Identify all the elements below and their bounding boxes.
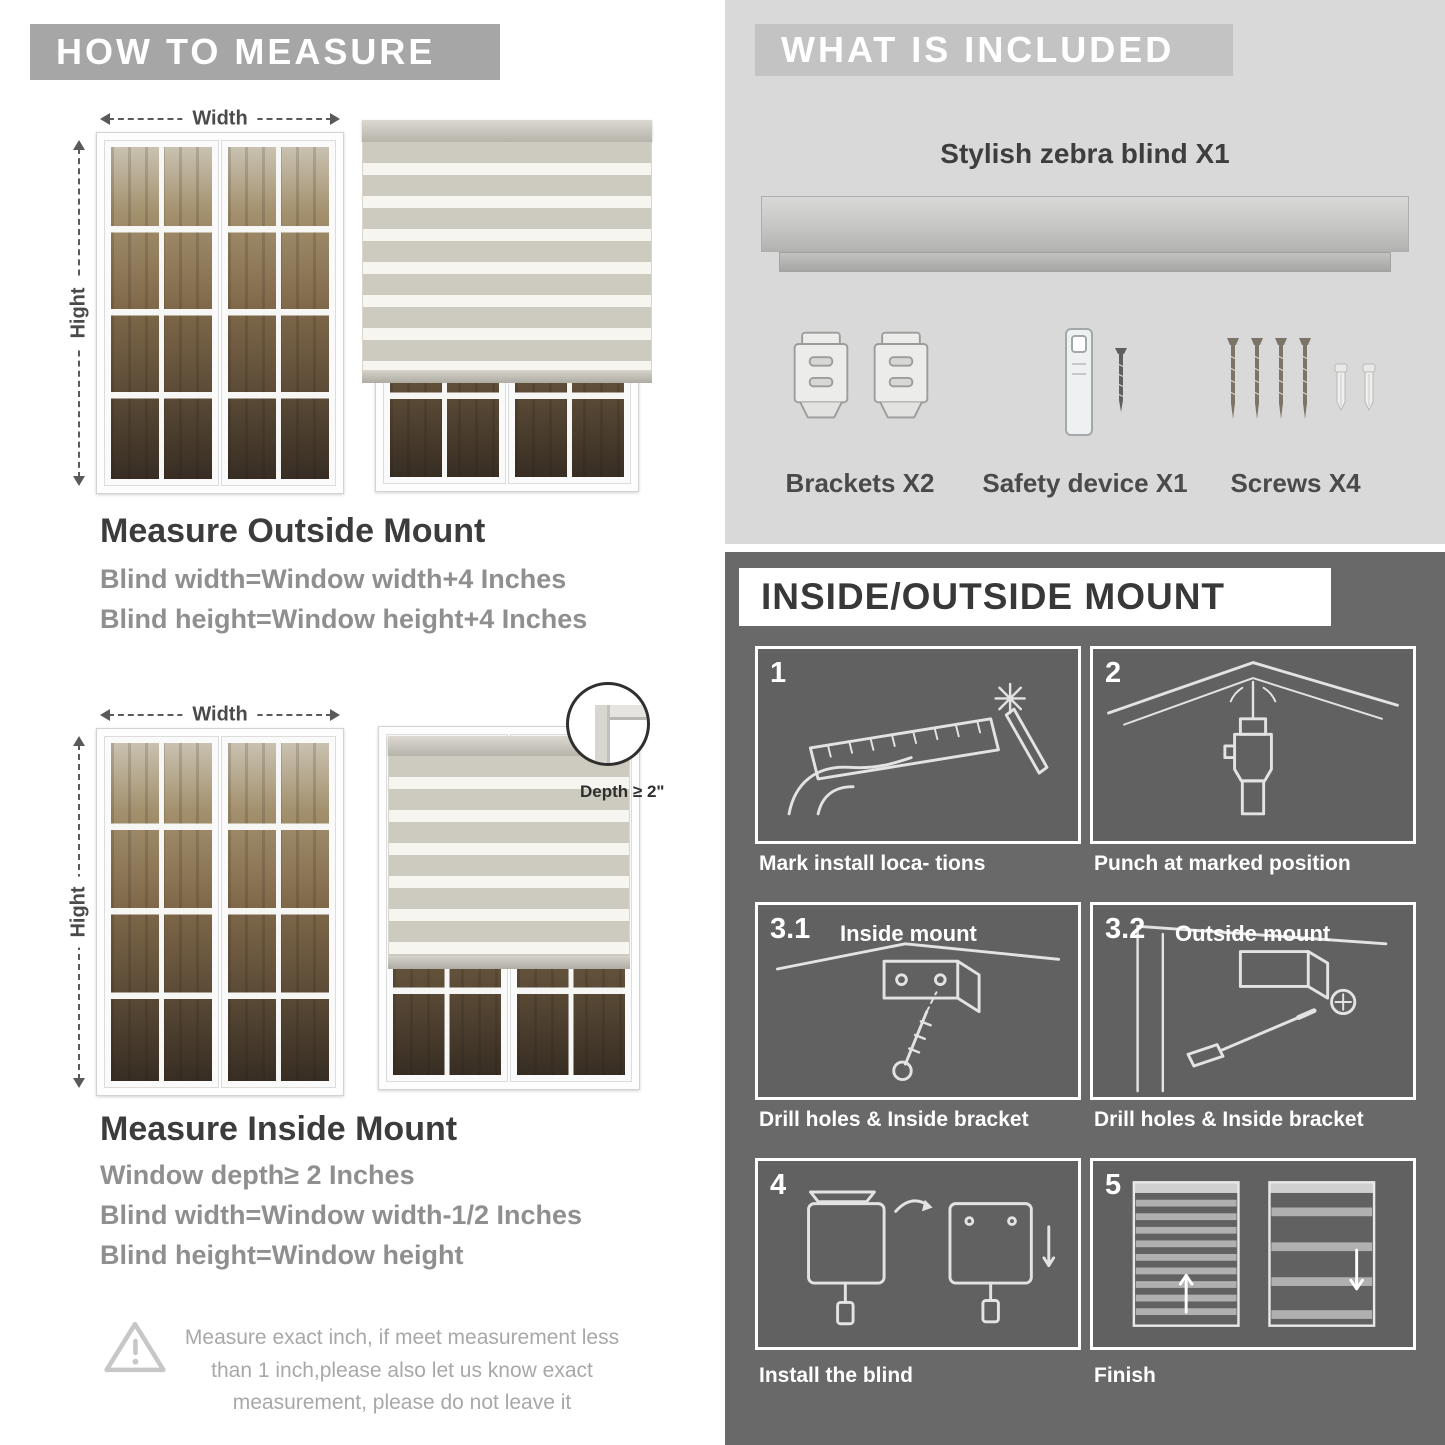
height-arrow-outside: Hight bbox=[66, 140, 92, 486]
step-number: 2 bbox=[1105, 657, 1122, 689]
how-to-measure-banner: HOW TO MEASURE bbox=[30, 24, 500, 80]
zebra-blind bbox=[388, 736, 630, 969]
zebra-blind-inside-illustration bbox=[378, 726, 640, 1090]
depth-label: Depth ≥ 2" bbox=[580, 782, 665, 801]
step-caption: Drill holes & Inside bracket bbox=[1094, 1108, 1364, 1131]
step-panel-5: 5 bbox=[1090, 1158, 1416, 1350]
outside-mount-line1: Blind width=Window width+4 Inches bbox=[100, 564, 567, 594]
inside-mount-line3: Blind height=Window height bbox=[100, 1240, 464, 1270]
zebra-blind bbox=[362, 120, 652, 383]
blind-headrail bbox=[362, 120, 652, 142]
install-blind-illustration bbox=[807, 1190, 1056, 1326]
mount-steps-section: INSIDE/OUTSIDE MOUNT 1 2 bbox=[725, 552, 1445, 1445]
safety-device-label: Safety device X1 bbox=[982, 468, 1188, 498]
width-arrow-outside: Width bbox=[100, 106, 340, 132]
screw-icon bbox=[1115, 348, 1127, 412]
blind-shade bbox=[388, 756, 630, 956]
height-arrow-inside: Hight bbox=[66, 736, 92, 1088]
mount-steps-banner: INSIDE/OUTSIDE MOUNT bbox=[739, 568, 1331, 626]
warning-icon bbox=[104, 1321, 166, 1373]
what-is-included-banner: WHAT IS INCLUDED bbox=[755, 24, 1233, 76]
inside-mount-line1: Window depth≥ 2 Inches bbox=[100, 1160, 415, 1190]
step-number: 1 bbox=[770, 657, 787, 689]
blind-headrail-lip bbox=[779, 252, 1391, 272]
window-sash bbox=[221, 736, 336, 1088]
height-label: Hight bbox=[67, 277, 91, 349]
step-title: Inside mount bbox=[840, 921, 977, 946]
blind-bottomrail bbox=[388, 956, 630, 969]
inside-mount-title: Measure Inside Mount bbox=[100, 1110, 458, 1148]
width-arrow-inside: Width bbox=[100, 702, 340, 728]
safety-device-icon bbox=[1065, 328, 1093, 436]
wall-anchor-icon bbox=[1334, 363, 1348, 412]
frame-corner bbox=[595, 705, 610, 763]
screws-label: Screws X4 bbox=[1230, 468, 1361, 498]
screw-icon bbox=[1299, 338, 1311, 419]
zebra-blind-outside-illustration bbox=[362, 120, 652, 492]
window-illustration-inside bbox=[96, 728, 344, 1096]
step-panel-3-2: 3.2 Outside mount bbox=[1090, 902, 1416, 1100]
width-label: Width bbox=[182, 107, 258, 131]
blind-shade bbox=[362, 142, 652, 370]
outside-bracket-illustration bbox=[1136, 924, 1388, 1093]
inside-mount-line2: Blind width=Window width-1/2 Inches bbox=[100, 1200, 583, 1230]
step-panel-4: 4 bbox=[755, 1158, 1081, 1350]
step-caption: Finish bbox=[1094, 1364, 1156, 1387]
depth-detail-circle bbox=[566, 682, 650, 766]
how-to-measure-section: HOW TO MEASURE Width Hight Measure Outsi… bbox=[0, 0, 720, 1445]
step-caption: Punch at marked position bbox=[1094, 852, 1351, 875]
product-title: Stylish zebra blind X1 bbox=[940, 138, 1230, 169]
width-label: Width bbox=[182, 703, 258, 727]
outside-mount-line2: Blind height=Window height+4 Inches bbox=[100, 604, 588, 634]
step-number: 4 bbox=[770, 1169, 787, 1201]
step-caption: Drill holes & Inside bracket bbox=[759, 1108, 1029, 1131]
outside-mount-title: Measure Outside Mount bbox=[100, 512, 486, 550]
what-is-included-section: WHAT IS INCLUDED Stylish zebra blind X1 bbox=[725, 0, 1445, 544]
step-number: 3.2 bbox=[1105, 913, 1146, 945]
step-title: Outside mount bbox=[1175, 921, 1331, 946]
screw-icon bbox=[1227, 338, 1239, 419]
screw-icon bbox=[1275, 338, 1287, 419]
screw-icon bbox=[1251, 338, 1263, 419]
inside-bracket-illustration bbox=[775, 942, 1061, 1081]
mark-location-illustration bbox=[787, 682, 1049, 816]
window-sash bbox=[104, 140, 219, 486]
step-number: 3.1 bbox=[770, 913, 811, 945]
step-panel-1: 1 bbox=[755, 646, 1081, 844]
drill-illustration bbox=[1107, 661, 1399, 816]
window-sash bbox=[221, 140, 336, 486]
bracket-icon bbox=[873, 331, 929, 419]
measure-warning-text: Measure exact inch, if meet measurement … bbox=[184, 1326, 620, 1415]
height-label: Hight bbox=[67, 876, 91, 948]
step-panel-2: 2 bbox=[1090, 646, 1416, 844]
bracket-icon bbox=[793, 331, 849, 419]
finish-illustration bbox=[1132, 1181, 1376, 1327]
blind-headrail-illustration bbox=[761, 196, 1409, 252]
step-panel-3-1: 3.1 Inside mount bbox=[755, 902, 1081, 1100]
brackets-label: Brackets X2 bbox=[785, 468, 935, 498]
blind-bottomrail bbox=[362, 370, 652, 383]
window-illustration-outside bbox=[96, 132, 344, 494]
step-number: 5 bbox=[1105, 1169, 1122, 1201]
step-caption: Mark install loca- tions bbox=[759, 852, 986, 875]
wall-anchor-icon bbox=[1362, 363, 1376, 412]
window-sash bbox=[104, 736, 219, 1088]
step-caption: Install the blind bbox=[759, 1364, 914, 1387]
